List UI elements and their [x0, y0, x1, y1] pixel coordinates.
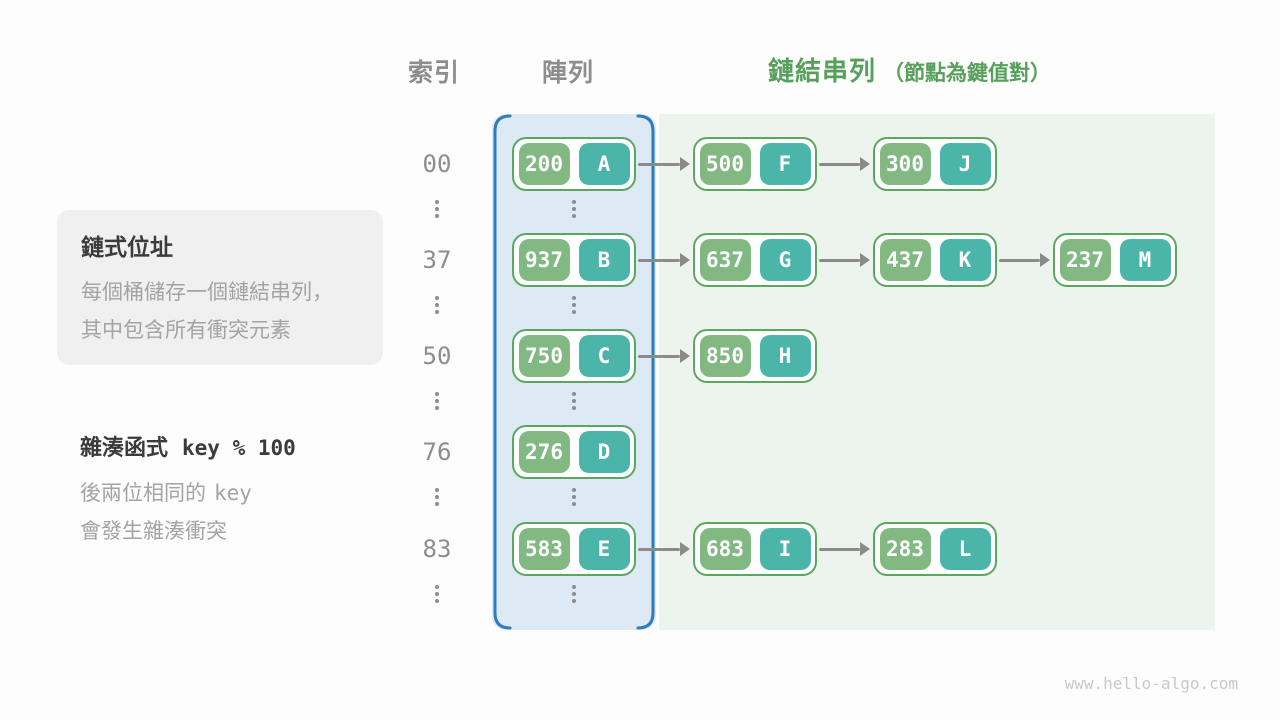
hash-note-text: 後兩位相同的 [80, 482, 206, 505]
node-value: C [578, 335, 630, 377]
next-pointer-arrow [819, 157, 870, 171]
info-box-line: 其中包含所有衝突元素 [81, 319, 291, 342]
hash-note-line: 會發生雜湊衝突 [80, 520, 227, 543]
hash-function-note: 雜湊函式 key % 100 後兩位相同的 key 會發生雜湊衝突 [80, 430, 296, 551]
ellipsis-dots [433, 582, 441, 606]
next-pointer-arrow [638, 349, 690, 363]
bucket-index-label: 00 [422, 150, 452, 178]
node-value: K [939, 239, 991, 281]
node-key: 237 [1059, 239, 1111, 281]
ellipsis-dots [433, 197, 441, 221]
next-pointer-arrow [638, 157, 690, 171]
hash-note-code: key [214, 481, 252, 505]
next-pointer-arrow [819, 253, 870, 267]
bucket-index-label: 83 [422, 535, 452, 563]
index-column-header: 索引 [407, 59, 460, 87]
bucket-index-label: 50 [422, 342, 452, 370]
info-box-line: 每個桶儲存一個鏈結串列， [81, 281, 333, 304]
node-key: 583 [518, 528, 570, 570]
node-key: 683 [699, 528, 751, 570]
node-key: 200 [518, 143, 570, 185]
array-bracket-border [493, 114, 655, 630]
node-value: L [939, 528, 991, 570]
node-value: M [1119, 239, 1171, 281]
node-key: 500 [699, 143, 751, 185]
hash-function-label: 雜湊函式 [80, 435, 169, 460]
node-key: 283 [879, 528, 931, 570]
node-key: 437 [879, 239, 931, 281]
next-pointer-arrow [999, 253, 1050, 267]
node-value: G [759, 239, 811, 281]
next-pointer-arrow [638, 253, 690, 267]
list-header-note: （節點為鍵值對） [883, 62, 1052, 85]
ellipsis-dots [433, 485, 441, 509]
node-key: 850 [699, 335, 751, 377]
list-column-header: 鏈結串列 （節點為鍵值對） [768, 51, 1051, 88]
next-pointer-arrow [819, 542, 870, 556]
node-key: 637 [699, 239, 751, 281]
ellipsis-dots [570, 197, 578, 221]
node-key: 276 [518, 431, 570, 473]
hash-function-title: 雜湊函式 key % 100 [80, 430, 296, 462]
ellipsis-dots [570, 389, 578, 413]
next-pointer-arrow [638, 542, 690, 556]
ellipsis-dots [570, 293, 578, 317]
list-header-title: 鏈結串列 [768, 56, 877, 86]
ellipsis-dots [570, 582, 578, 606]
node-value: B [578, 239, 630, 281]
ellipsis-dots [570, 485, 578, 509]
bucket-index-label: 37 [422, 246, 452, 274]
node-value: J [939, 143, 991, 185]
hash-function-formula: key % 100 [182, 436, 296, 460]
ellipsis-dots [433, 293, 441, 317]
node-key: 937 [518, 239, 570, 281]
node-value: I [759, 528, 811, 570]
node-value: D [578, 431, 630, 473]
node-value: F [759, 143, 811, 185]
bucket-index-label: 76 [422, 438, 452, 466]
watermark: www.hello-algo.com [1064, 674, 1238, 693]
node-key: 300 [879, 143, 931, 185]
info-box-title: 鏈式位址 [81, 234, 173, 260]
node-value: H [759, 335, 811, 377]
ellipsis-dots [433, 389, 441, 413]
node-key: 750 [518, 335, 570, 377]
node-value: E [578, 528, 630, 570]
array-column-header: 陣列 [541, 59, 594, 87]
chaining-info-box: 鏈式位址 每個桶儲存一個鏈結串列， 其中包含所有衝突元素 [57, 210, 383, 365]
hash-note-line: 後兩位相同的 key [80, 474, 296, 513]
node-value: A [578, 143, 630, 185]
